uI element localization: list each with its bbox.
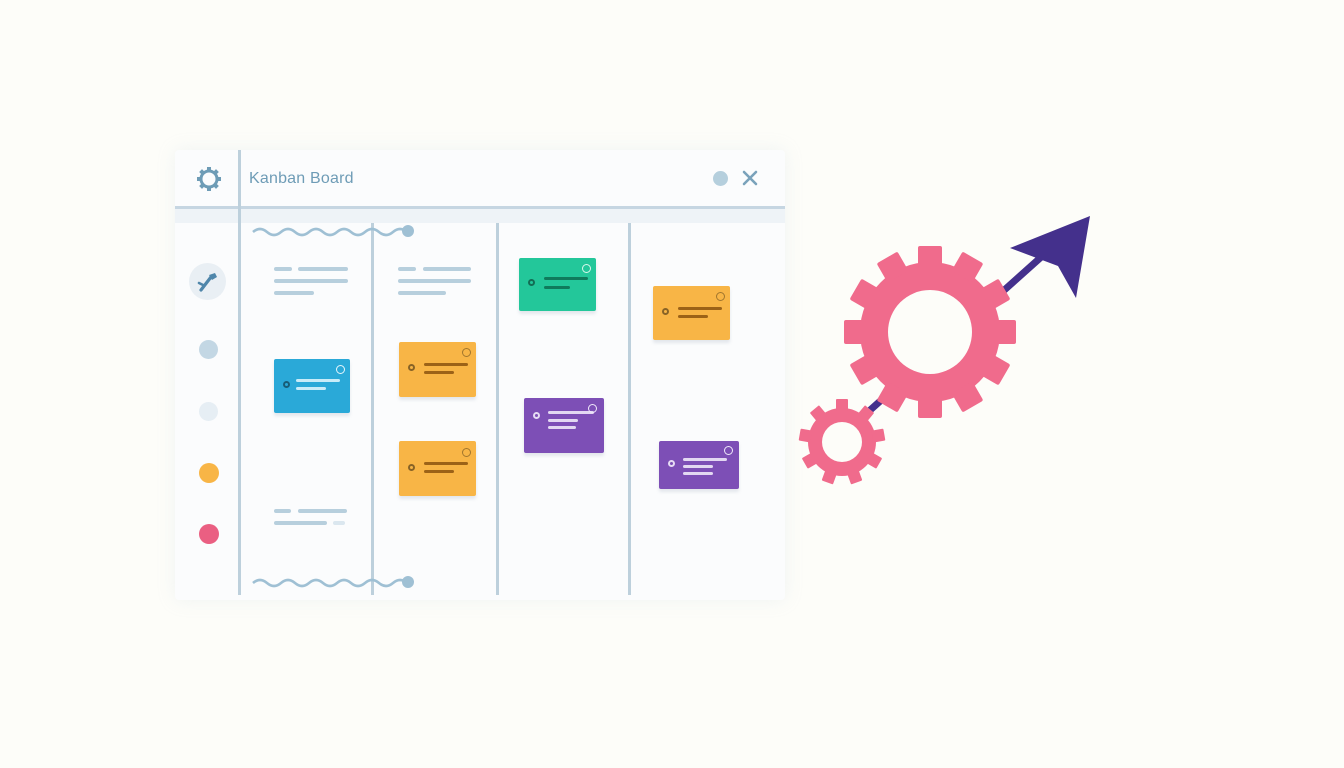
task-card[interactable] [524, 398, 604, 453]
sidebar-item-blue[interactable] [199, 340, 218, 359]
sidebar-item-tools[interactable] [189, 263, 226, 300]
task-card[interactable] [519, 258, 596, 311]
close-icon[interactable] [740, 168, 760, 188]
large-gear-icon [844, 246, 1016, 418]
placeholder-line [298, 509, 347, 513]
placeholder-line [274, 291, 314, 295]
title-divider [175, 206, 785, 209]
wrench-icon [197, 273, 217, 292]
scroll-handle-bottom[interactable] [251, 573, 421, 593]
task-card[interactable] [399, 441, 476, 496]
kanban-window: Kanban Board [175, 150, 785, 600]
column-divider-3 [628, 223, 631, 595]
column-divider-1 [371, 223, 374, 595]
placeholder-line [274, 521, 327, 525]
placeholder-line [398, 267, 416, 271]
small-gear-icon [798, 399, 886, 485]
sidebar-item-yellow[interactable] [199, 463, 219, 483]
scroll-handle-top[interactable] [251, 222, 421, 242]
placeholder-line [274, 279, 348, 283]
sidebar-item-pink[interactable] [199, 524, 219, 544]
title-bar: Kanban Board [175, 150, 785, 208]
gear-icon[interactable] [195, 165, 223, 193]
placeholder-line [333, 521, 345, 525]
placeholder-line [423, 267, 471, 271]
sidebar-divider [238, 150, 241, 595]
task-card[interactable] [653, 286, 730, 340]
dot-icon[interactable] [713, 171, 728, 186]
column-divider-2 [496, 223, 499, 595]
board-title: Kanban Board [249, 170, 354, 187]
placeholder-line [398, 279, 471, 283]
placeholder-line [274, 509, 291, 513]
placeholder-line [298, 267, 348, 271]
task-card[interactable] [274, 359, 350, 413]
placeholder-line [274, 267, 292, 271]
header-band [175, 209, 785, 223]
sidebar-item-light[interactable] [199, 402, 218, 421]
task-card[interactable] [399, 342, 476, 397]
task-card[interactable] [659, 441, 739, 489]
placeholder-line [398, 291, 446, 295]
growth-illustration [798, 216, 1090, 485]
